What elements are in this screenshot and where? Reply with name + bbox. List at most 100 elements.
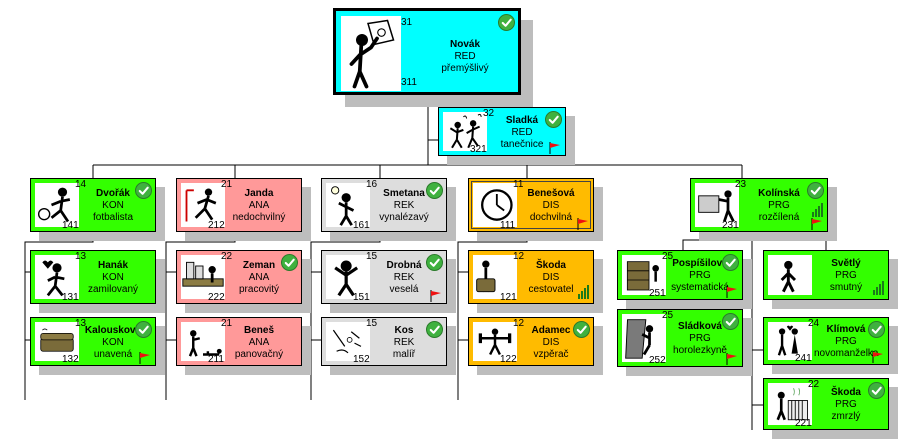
node-role: nedochvilný (227, 212, 291, 224)
node-number-bottom: 132 (62, 354, 79, 365)
node-department: DIS (519, 337, 583, 349)
node-department: KON (81, 337, 145, 349)
node-name: Janda (227, 188, 291, 200)
node-number-bottom: 251 (649, 288, 666, 299)
node-number-bottom: 221 (795, 418, 812, 429)
node-number-bottom: 252 (649, 355, 666, 366)
node-department: PRG (814, 399, 878, 411)
node-number-bottom: 321 (470, 144, 487, 155)
check-icon (426, 254, 443, 271)
signal-bars-icon (873, 281, 885, 295)
node-name: Benešová (519, 188, 583, 200)
node-role: tanečnice (489, 139, 555, 151)
node-number-bottom: 222 (208, 292, 225, 303)
node-number-bottom: 121 (500, 292, 517, 303)
node-text: NovákREDpřemýšlivý (426, 39, 504, 75)
flag-icon (429, 289, 443, 301)
node-number-top: 31 (401, 17, 412, 28)
node-number-bottom: 152 (353, 354, 370, 365)
node-role: horolezkyně (668, 345, 732, 357)
node-role: vynalézavý (372, 212, 436, 224)
node-number-bottom: 122 (500, 354, 517, 365)
node-name: Světlý (814, 258, 878, 270)
node-name: Kolínská (741, 188, 817, 200)
node-text: JandaANAnedochvilný (227, 188, 291, 224)
node-number-top: 25 (662, 310, 673, 321)
check-icon (498, 14, 515, 31)
node-department: DIS (519, 272, 583, 284)
node-role: smutný (814, 282, 878, 294)
node-number-bottom: 211 (208, 354, 224, 365)
check-icon (868, 382, 885, 399)
node-role: novomanželka (814, 348, 878, 360)
node-number-bottom: 151 (353, 292, 370, 303)
node-department: DIS (519, 200, 583, 212)
node-role: vzpěrač (519, 349, 583, 361)
thinking-person-icon (341, 16, 401, 91)
node-number-bottom: 161 (353, 220, 370, 231)
check-icon (545, 111, 562, 128)
node-department: REK (372, 272, 436, 284)
flag-icon (725, 285, 739, 297)
node-role: rozčílená (741, 212, 817, 224)
node-role: zamilovaný (81, 284, 145, 296)
node-department: PRG (668, 333, 732, 345)
check-icon (868, 321, 885, 338)
flag-icon (548, 141, 562, 153)
flag-icon (138, 351, 152, 363)
flag-icon (576, 217, 590, 229)
check-icon (426, 321, 443, 338)
node-name: Beneš (227, 325, 291, 337)
node-role: veselá (372, 284, 436, 296)
node-department: PRG (814, 270, 878, 282)
node-department: PRG (668, 270, 732, 282)
node-text: ŠkodaDIScestovatel (519, 260, 583, 296)
check-icon (722, 313, 739, 330)
check-icon (135, 182, 152, 199)
node-role: přemýšlivý (426, 63, 504, 75)
node-role: fotbalista (81, 212, 145, 224)
node-text: HanákKONzamilovaný (81, 260, 145, 296)
check-icon (722, 254, 739, 271)
node-role: pracovitý (227, 284, 291, 296)
check-icon (807, 182, 824, 199)
node-number-bottom: 241 (795, 353, 812, 364)
signal-bars-icon (578, 285, 590, 299)
node-number-bottom: 231 (722, 220, 739, 231)
node-department: PRG (741, 200, 817, 212)
node-number-bottom: 212 (208, 220, 225, 231)
node-role: dochvilná (519, 212, 583, 224)
node-department: ANA (227, 200, 291, 212)
node-name: Škoda (519, 260, 583, 272)
node-number-bottom: 111 (500, 220, 515, 231)
node-number-bottom: 131 (62, 292, 79, 303)
node-role: unavená (81, 349, 145, 361)
node-number-bottom: 141 (62, 220, 79, 231)
node-department: KON (81, 272, 145, 284)
check-icon (135, 321, 152, 338)
check-icon (426, 182, 443, 199)
node-department: REK (372, 337, 436, 349)
